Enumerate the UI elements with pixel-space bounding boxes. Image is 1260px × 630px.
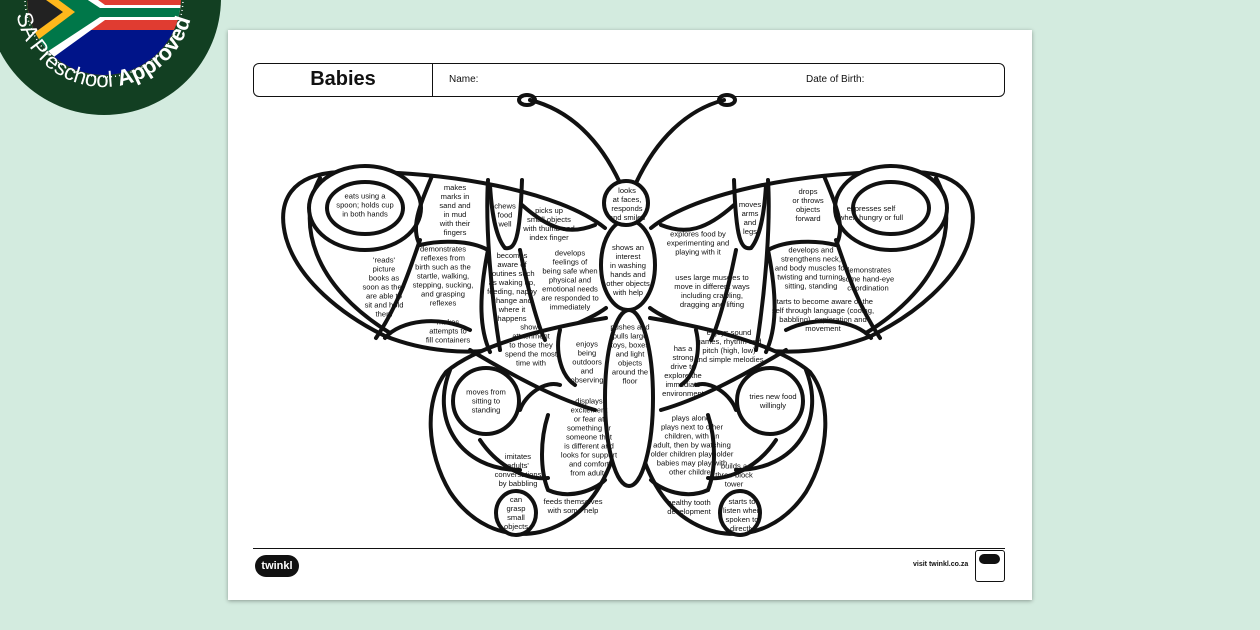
milestone-label: pushes and pulls large toys, boxes and l…	[610, 322, 650, 386]
antennae	[517, 93, 737, 185]
milestone-label: can grasp small objects	[503, 495, 529, 531]
milestone-label: builds a three-block tower	[715, 461, 753, 489]
milestone-label: tries new food willingly	[749, 392, 797, 410]
milestone-label: uses large muscles to move in different …	[674, 273, 750, 309]
butterfly-body	[599, 179, 657, 488]
milestone-label: explores food by experimenting and playi…	[666, 229, 730, 257]
milestone-label: shows attachment to those they spend the…	[505, 322, 557, 368]
header-divider	[432, 64, 433, 96]
milestone-label: becomes aware of routines such as waking…	[487, 251, 537, 323]
dob-field-label: Date of Birth:	[806, 74, 865, 85]
sa-preschool-approved-seal: SA Preschool Approved	[0, 0, 221, 115]
milestone-label: shows an interest in washing hands and o…	[606, 243, 650, 297]
name-field-label: Name:	[449, 74, 479, 85]
twinkl-logo: twinkl	[255, 555, 299, 577]
milestone-label: develops feelings of being safe when phy…	[541, 248, 599, 312]
milestone-label: picks up small objects with thumb and in…	[523, 206, 575, 242]
quality-badge-icon	[975, 550, 1005, 582]
milestone-label: displays excitement or fear at something…	[560, 396, 618, 478]
worksheet-header: Babies Name: Date of Birth:	[253, 63, 1005, 97]
milestone-label: moves from sitting to standing	[466, 387, 506, 415]
milestone-label: demonstrates some hand-eye coordination	[841, 265, 895, 293]
left-wings	[281, 164, 614, 537]
milestone-label: drops or throws objects forward	[792, 187, 824, 223]
visit-link[interactable]: visit twinkl.co.za	[913, 561, 969, 568]
milestone-label: looks at faces, responds and smiles	[608, 186, 646, 222]
antenna-tip-right	[717, 93, 737, 107]
antenna-tip-left	[517, 93, 537, 107]
milestone-label: makes attempts to fill containers	[425, 317, 471, 345]
milestone-label: chews food well	[494, 201, 516, 229]
milestone-label: moves arms and legs	[738, 200, 762, 236]
milestone-label: starts to listen when spoken to directly	[723, 497, 761, 533]
milestone-label: expresses self when hungry or full	[838, 204, 904, 222]
milestone-label: plays alone, plays next to other childre…	[650, 413, 734, 477]
milestone-label: demonstrates reflexes from birth such as…	[412, 244, 474, 308]
milestone-label: 'reads' picture books as soon as they ar…	[362, 255, 406, 319]
footer-divider	[253, 548, 1005, 549]
milestone-label: starts to become aware of the self throu…	[771, 297, 875, 333]
milestone-label: makes marks in sand and in mud with thei…	[439, 183, 471, 237]
milestone-label: feeds themselves with some help	[543, 497, 603, 515]
milestone-label: enjoys being outdoors and observing	[570, 339, 604, 385]
milestone-label: enjoys sound games, rhythm and pitch (hi…	[694, 328, 764, 364]
page-title: Babies	[310, 68, 376, 90]
milestone-label: healthy tooth development	[667, 498, 711, 516]
milestone-label: has a strong drive to explore the immedi…	[662, 344, 704, 398]
milestone-label: imitates adults' conversations by babbli…	[494, 452, 542, 488]
milestone-label: develops and strengthens neck, and body …	[774, 245, 848, 291]
milestone-label: eats using a spoon; holds cup in both ha…	[336, 191, 394, 219]
